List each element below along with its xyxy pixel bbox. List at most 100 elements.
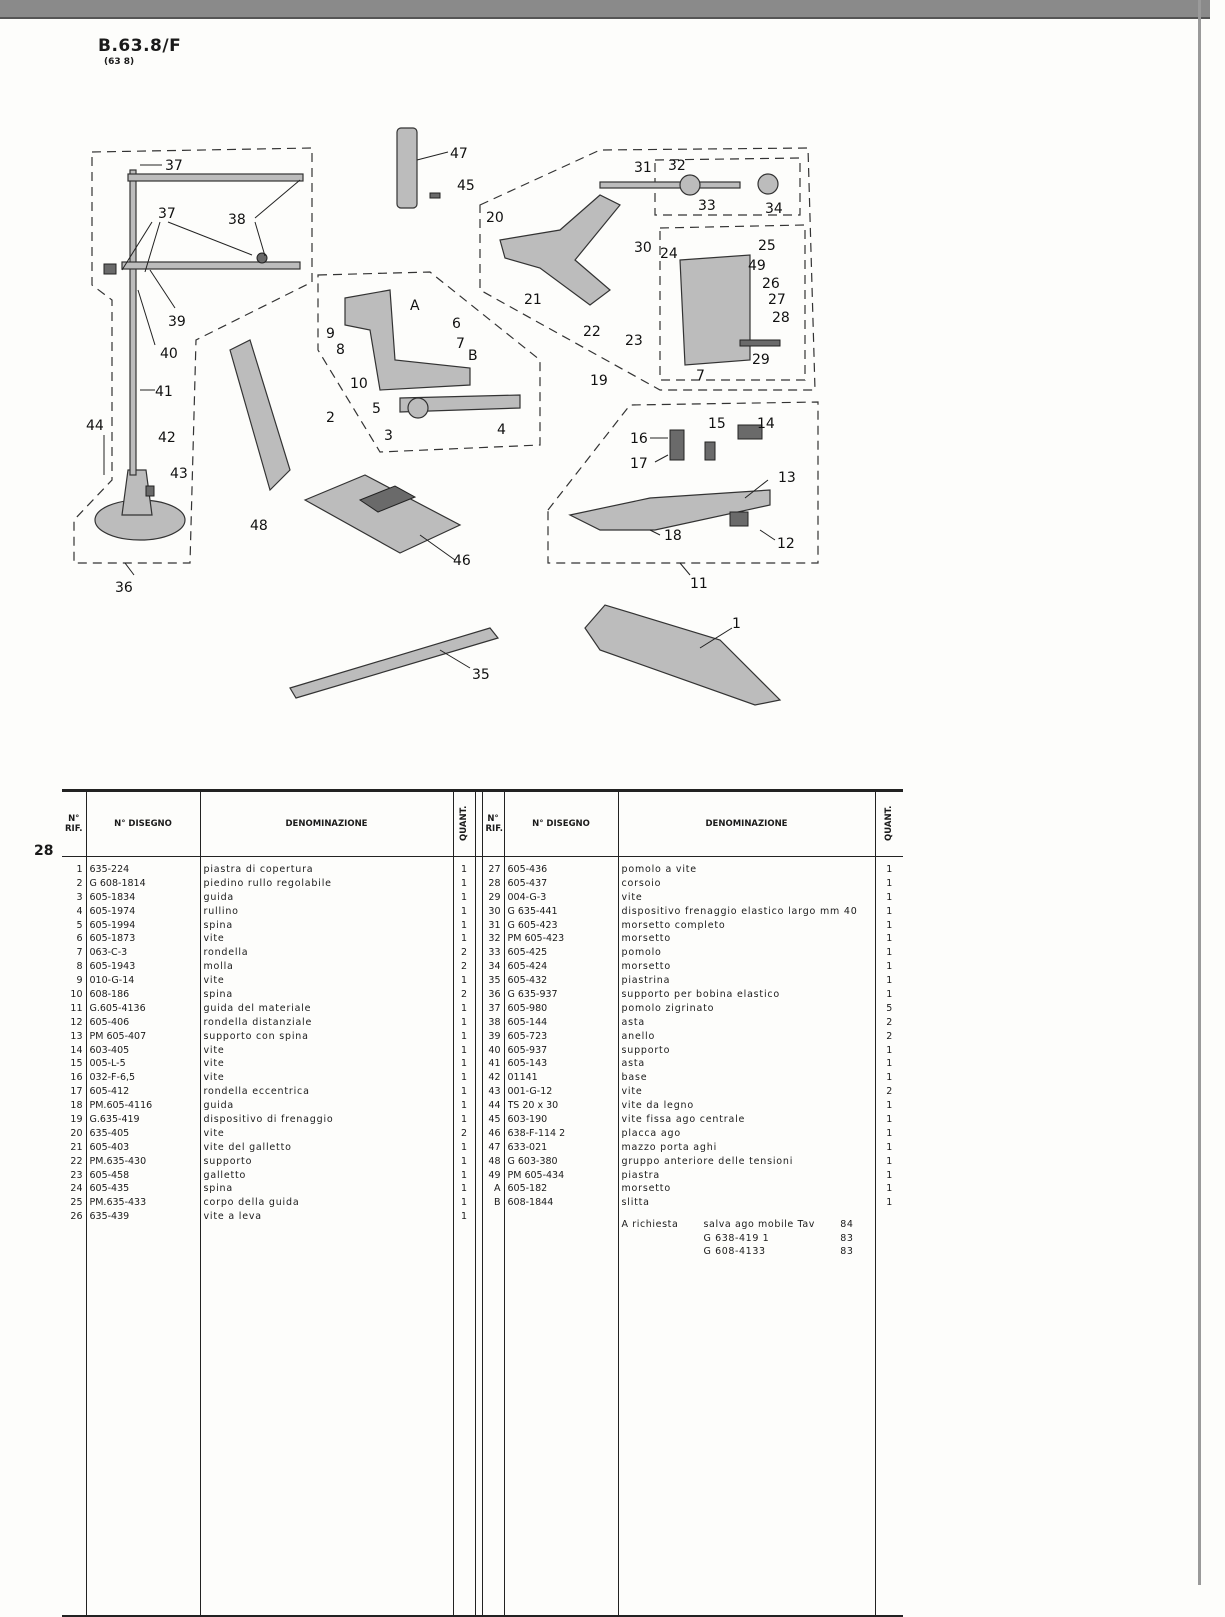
table-cell: 43 <box>488 1086 501 1098</box>
table-cell: 28 <box>488 877 501 889</box>
top-edge-rule <box>0 0 1210 19</box>
table-cell: G 605-423 <box>507 919 558 931</box>
header-drawing-right: N° DISEGNO <box>503 790 618 857</box>
svg-text:13: 13 <box>778 470 796 486</box>
svg-text:B: B <box>468 348 478 364</box>
table-cell: vite <box>203 1127 225 1139</box>
table-cell: 42 <box>488 1072 501 1084</box>
table-cell: 605-432 <box>507 975 548 987</box>
table-cell: base <box>621 1072 648 1084</box>
table-cell: 1 <box>460 1016 468 1028</box>
table-cell: piastrina <box>621 975 671 987</box>
table-cell: vite <box>621 1086 643 1098</box>
table-cell: 3 <box>76 891 83 903</box>
svg-text:45: 45 <box>457 178 475 194</box>
table-cell: 8 <box>76 961 83 973</box>
table-cell: spina <box>203 989 233 1001</box>
svg-text:15: 15 <box>708 416 726 432</box>
parts-table: N° RIF. N° DISEGNO DENOMINAZIONE QUANT. … <box>62 789 903 1617</box>
table-cell: 25 <box>70 1197 83 1209</box>
table-cell: asta <box>621 1016 646 1028</box>
table-cell: 608-186 <box>89 989 130 1001</box>
svg-text:30: 30 <box>634 240 652 256</box>
table-cell: vite <box>203 1072 225 1084</box>
table-cell: B <box>493 1197 501 1209</box>
table-cell: 30 <box>488 905 501 917</box>
table-cell: PM.605-4116 <box>89 1100 153 1112</box>
table-cell: 605-403 <box>89 1141 130 1153</box>
table-cell: 1 <box>460 1072 468 1084</box>
group-bracket-11 <box>679 562 691 576</box>
table-cell: 20 <box>70 1127 83 1139</box>
table-cell: 063-C-3 <box>89 947 128 959</box>
svg-text:16: 16 <box>630 431 648 447</box>
table-cell: spina <box>203 919 233 931</box>
note-text-3: G 608-4133 <box>703 1246 766 1258</box>
table-cell: 635-224 <box>89 864 130 875</box>
table-cell: 1 <box>886 1058 893 1070</box>
note-page-1: 84 <box>840 1219 854 1231</box>
table-cell: 603-190 <box>507 1114 548 1126</box>
table-cell: 605-723 <box>507 1030 548 1042</box>
table-cell: 1 <box>886 877 893 889</box>
table-cell: 26 <box>70 1211 83 1223</box>
table-cell: guida <box>203 891 235 903</box>
table-cell: 2 <box>886 1086 893 1098</box>
svg-text:24: 24 <box>660 246 678 262</box>
column-gap <box>474 790 482 857</box>
svg-text:7: 7 <box>456 336 465 352</box>
table-cell: 638-F-114 2 <box>507 1127 566 1139</box>
svg-text:41: 41 <box>155 384 173 400</box>
table-cell: 49 <box>488 1169 501 1181</box>
table-cell: 10 <box>70 989 83 1001</box>
table-cell: PM 605-407 <box>89 1030 147 1042</box>
table-cell: G.605-4136 <box>89 1002 146 1014</box>
table-cell: rondella distanziale <box>203 1016 313 1028</box>
table-cell: 1 <box>460 1002 468 1014</box>
svg-text:18: 18 <box>664 528 682 544</box>
svg-text:32: 32 <box>668 158 686 174</box>
table-cell: dispositivo frenaggio elastico largo mm … <box>621 905 858 917</box>
table-cell: 608-1844 <box>507 1197 554 1209</box>
table-cell: vite del galletto <box>203 1141 292 1153</box>
table-cell: 2 <box>886 1016 893 1028</box>
table-cell: G.635-419 <box>89 1114 140 1126</box>
table-cell: spina <box>203 1183 233 1195</box>
svg-text:46: 46 <box>453 553 471 569</box>
bobbin-stand-part <box>94 169 304 541</box>
table-cell: 605-1834 <box>89 891 136 903</box>
table-cell: vite a leva <box>203 1211 262 1223</box>
table-cell: molla <box>203 961 234 973</box>
page-edge <box>1198 0 1201 1585</box>
table-cell: 1 <box>886 989 893 1001</box>
callout-labels: 37 37 38 39 40 41 42 43 44 36 47 45 31 3… <box>86 146 796 683</box>
table-cell: 1 <box>460 933 468 945</box>
table-cell: 47 <box>488 1141 501 1153</box>
table-cell: 1 <box>460 1086 468 1098</box>
table-cell: 45 <box>488 1114 501 1126</box>
table-cell: morsetto <box>621 961 671 973</box>
svg-text:A: A <box>410 298 420 314</box>
table-cell: G 608-1814 <box>89 877 146 889</box>
svg-text:43: 43 <box>170 466 188 482</box>
table-cell: 1 <box>886 933 893 945</box>
header-name-left: DENOMINAZIONE <box>199 790 453 857</box>
table-cell: 1 <box>460 864 468 875</box>
table-cell: 010-G-14 <box>89 975 135 987</box>
group-bracket-36 <box>124 562 135 576</box>
svg-text:38: 38 <box>228 212 246 228</box>
note-text-1: salva ago mobile Tav <box>703 1219 815 1231</box>
table-cell: 32 <box>488 933 501 945</box>
table-cell: 605-980 <box>507 1002 548 1014</box>
table-cell: 41 <box>488 1058 501 1070</box>
table-cell: 605-1974 <box>89 905 136 917</box>
svg-text:20: 20 <box>486 210 504 226</box>
table-cell: asta <box>621 1058 646 1070</box>
table-cell: 22 <box>70 1155 83 1167</box>
table-cell: slitta <box>621 1197 650 1209</box>
table-cell: 605-458 <box>89 1169 130 1181</box>
svg-text:31: 31 <box>634 160 652 176</box>
